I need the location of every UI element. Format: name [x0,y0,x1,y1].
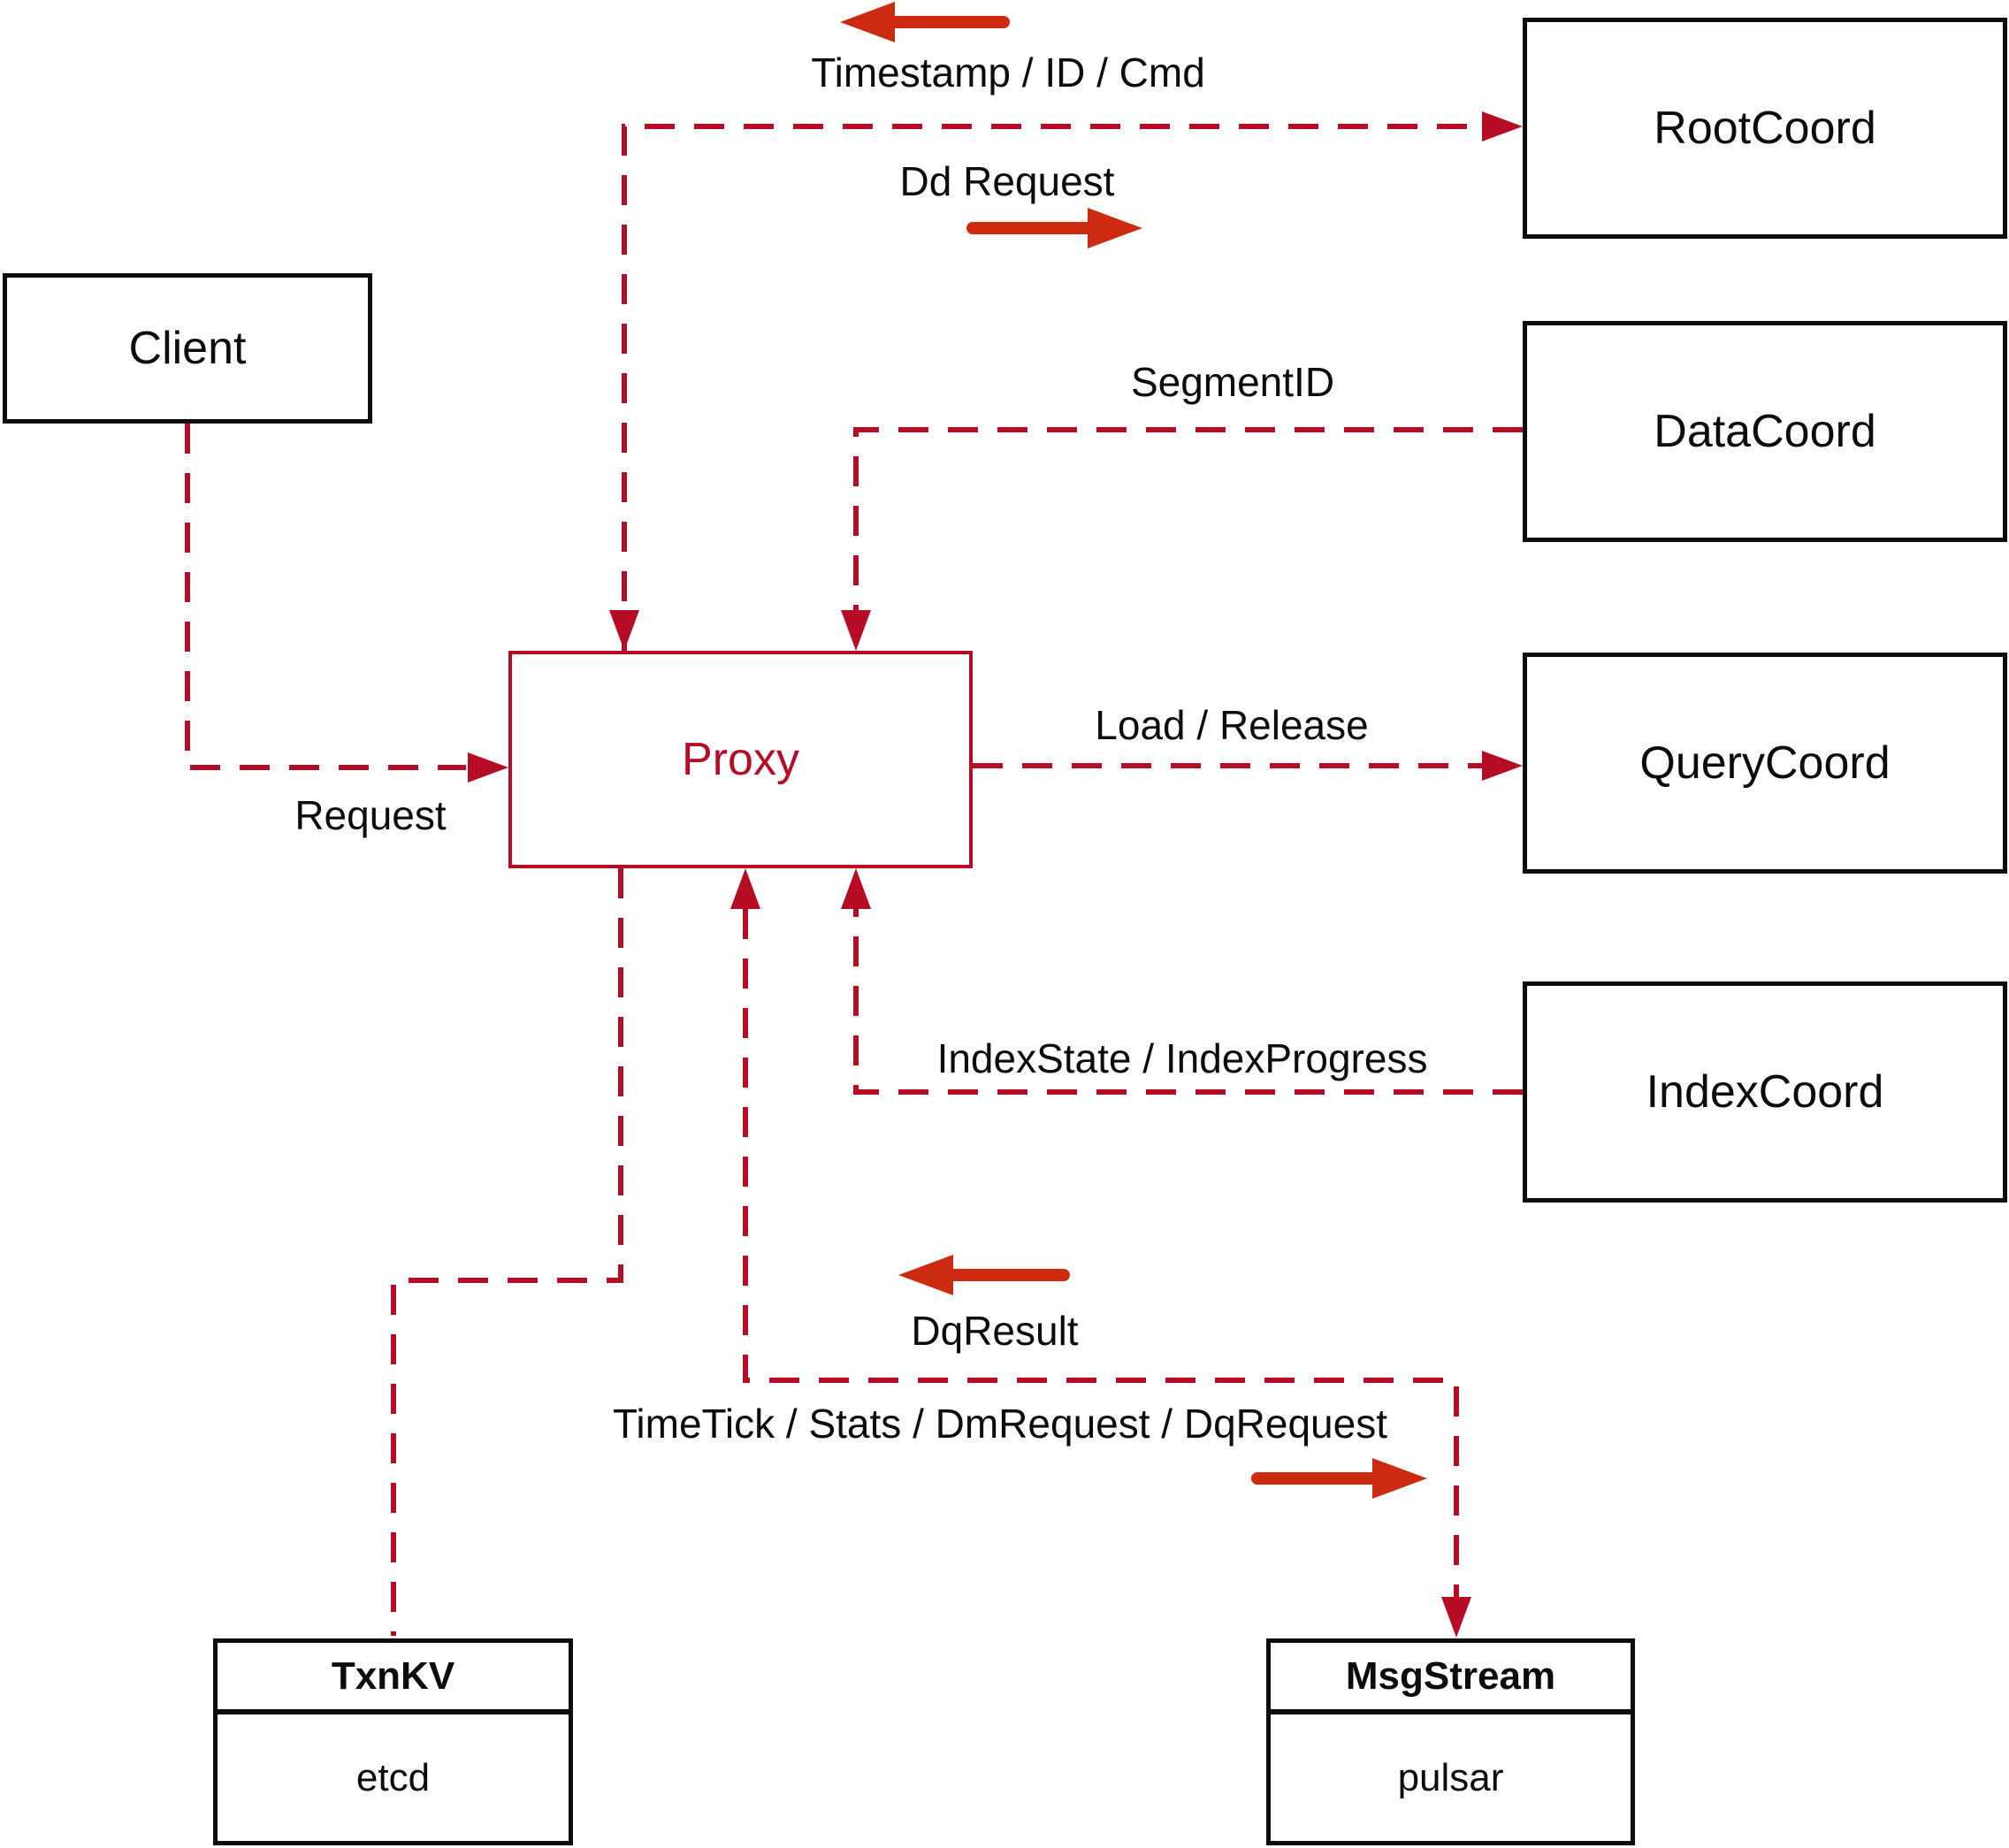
edge-proxy-txnkv [391,868,623,1636]
arrowhead-right-icon [468,752,508,783]
node-datacoord: DataCoord [1523,321,2007,542]
node-client: Client [3,273,372,424]
node-rootcoord-label: RootCoord [1654,103,1876,154]
arrowhead-up-icon [730,868,760,909]
node-msgstream-subtitle: pulsar [1397,1755,1504,1799]
edge-proxy-rootcoord [609,111,1523,651]
node-client-label: Client [128,323,247,374]
edge-label-timestamp-id-cmd: Timestamp / ID / Cmd [811,50,1205,95]
edge-client-proxy [185,424,508,783]
arrowhead-up-icon [841,868,871,909]
node-datacoord-label: DataCoord [1654,406,1876,457]
edge-label-dq-result: DqResult [911,1308,1079,1354]
edge-label-request: Request [294,792,447,838]
node-querycoord: QueryCoord [1523,653,2007,874]
node-indexcoord: IndexCoord [1523,981,2007,1203]
node-proxy: Proxy [508,651,973,868]
edge-indexcoord-proxy [841,868,1523,1095]
node-rootcoord: RootCoord [1523,18,2007,239]
edge-label-dd-request: Dd Request [899,158,1115,204]
node-querycoord-label: QueryCoord [1639,737,1891,789]
arrowhead-down-icon [609,610,639,651]
arrowhead-right-icon [1482,751,1523,781]
edge-label-segment-id: SegmentID [1130,359,1335,405]
node-indexcoord-label: IndexCoord [1646,1066,1884,1118]
edge-label-index-state: IndexState / IndexProgress [936,1035,1428,1081]
node-txnkv-title: TxnKV [218,1643,569,1714]
edge-label-time-tick: TimeTick / Stats / DmRequest / DqRequest [613,1401,1387,1447]
edge-proxy-querycoord [973,751,1523,781]
node-txnkv: TxnKV etcd [213,1638,573,1845]
node-msgstream: MsgStream pulsar [1266,1638,1635,1845]
arrowhead-down-icon [1441,1597,1471,1638]
flow-arrow-left-icon [898,1255,1070,1295]
edge-label-load-release: Load / Release [1095,702,1369,748]
arrowhead-right-icon [1482,111,1523,141]
edge-datacoord-proxy [841,427,1523,651]
flow-arrow-right-icon [1251,1458,1427,1499]
flow-arrow-right-icon [966,208,1142,248]
edge-proxy-msgstream [730,868,1471,1638]
arrowhead-down-icon [841,610,871,651]
node-proxy-label: Proxy [682,734,799,785]
node-msgstream-title: MsgStream [1271,1643,1631,1714]
node-txnkv-subtitle: etcd [355,1755,431,1799]
flow-arrow-left-icon [840,2,1010,42]
